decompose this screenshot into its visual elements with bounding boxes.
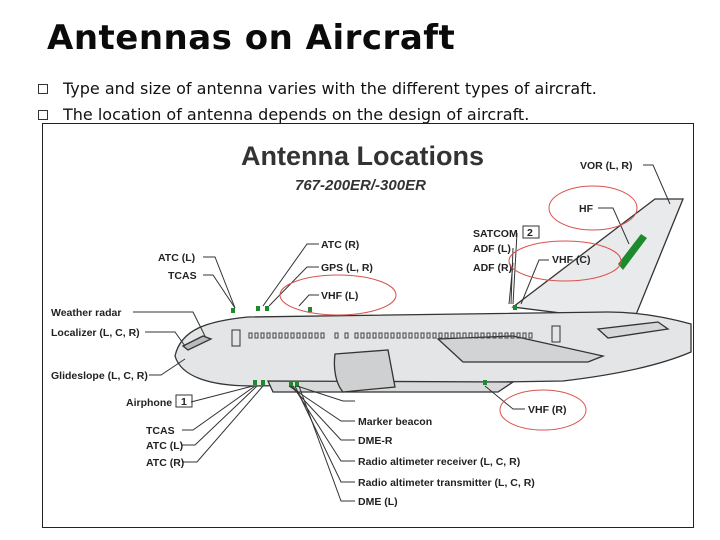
square-bullet-icon bbox=[38, 83, 48, 94]
label-satcom: SATCOM bbox=[473, 228, 518, 240]
antenna-icon bbox=[513, 305, 517, 310]
satcom-number-box bbox=[522, 225, 540, 239]
antenna-icon bbox=[308, 307, 312, 312]
bullet-item: The location of antenna depends on the d… bbox=[38, 105, 529, 124]
antenna-icon bbox=[483, 380, 487, 385]
aircraft-body bbox=[174, 198, 692, 393]
label-adf-r: ADF (R) bbox=[473, 262, 512, 274]
label-dme-r: DME-R bbox=[358, 435, 393, 447]
antenna-icon bbox=[253, 380, 257, 385]
door-icon bbox=[231, 329, 241, 347]
label-hf: HF bbox=[579, 203, 594, 215]
airphone-number-box bbox=[175, 394, 193, 408]
label-tcas-bottom: TCAS bbox=[146, 425, 175, 437]
square-bullet-icon bbox=[38, 109, 48, 120]
highlight-circles bbox=[279, 185, 638, 431]
highlight-ellipse-vhf-r bbox=[499, 389, 587, 431]
leader-lines bbox=[133, 164, 671, 502]
highlight-ellipse-hf bbox=[548, 185, 638, 231]
label-radio-altimeter-transmitter: Radio altimeter transmitter (L, C, R) bbox=[358, 477, 535, 489]
label-airphone-number: 1 bbox=[181, 396, 187, 408]
label-glideslope: Glideslope (L, C, R) bbox=[51, 370, 148, 382]
diagram-title: Antenna Locations bbox=[241, 141, 484, 171]
label-vhf-c: VHF (C) bbox=[552, 254, 591, 266]
label-gps: GPS (L, R) bbox=[321, 262, 373, 274]
label-radio-altimeter-receiver: Radio altimeter receiver (L, C, R) bbox=[358, 456, 520, 468]
antenna-labels: VOR (L, R) HF SATCOM 2 ADF (L) ADF (R) V… bbox=[51, 160, 633, 508]
bullet-item: Type and size of antenna varies with the… bbox=[38, 79, 597, 98]
label-weather-radar: Weather radar bbox=[51, 307, 121, 319]
bullet-text: Type and size of antenna varies with the… bbox=[63, 79, 597, 98]
antenna-icon bbox=[295, 382, 299, 387]
antenna-diagram: Antenna Locations 767-200ER/-300ER bbox=[42, 123, 694, 528]
label-adf-l: ADF (L) bbox=[473, 243, 511, 255]
label-vor: VOR (L, R) bbox=[580, 160, 633, 172]
label-tcas-top: TCAS bbox=[168, 270, 197, 282]
label-atc-r-top: ATC (R) bbox=[321, 239, 359, 251]
antenna-markers bbox=[231, 234, 647, 387]
label-atc-r-bottom: ATC (R) bbox=[146, 457, 184, 469]
label-atc-l-bottom: ATC (L) bbox=[146, 440, 183, 452]
label-marker-beacon: Marker beacon bbox=[358, 416, 432, 428]
label-airphone: Airphone bbox=[126, 397, 172, 409]
aircraft-illustration: Antenna Locations 767-200ER/-300ER bbox=[51, 141, 692, 508]
antenna-icon bbox=[261, 380, 265, 385]
bullet-text: The location of antenna depends on the d… bbox=[63, 105, 530, 124]
label-atc-l-top: ATC (L) bbox=[158, 252, 195, 264]
antenna-icon bbox=[265, 306, 269, 311]
diagram-subtitle: 767-200ER/-300ER bbox=[295, 177, 426, 194]
label-dme-l: DME (L) bbox=[358, 496, 398, 508]
antenna-icon bbox=[289, 382, 293, 387]
slide-title: Antennas on Aircraft bbox=[47, 18, 456, 58]
hf-antenna-icon bbox=[618, 234, 647, 270]
antenna-icon bbox=[256, 306, 260, 311]
label-localizer: Localizer (L, C, R) bbox=[51, 327, 140, 339]
label-vhf-r: VHF (R) bbox=[528, 404, 567, 416]
highlight-ellipse-vhf-l bbox=[279, 274, 397, 316]
antenna-icon bbox=[231, 308, 235, 313]
highlight-ellipse-vhf-c bbox=[508, 240, 622, 282]
label-vhf-l: VHF (L) bbox=[321, 290, 358, 302]
label-satcom-number: 2 bbox=[527, 227, 533, 239]
door-icon bbox=[551, 325, 561, 343]
window-row bbox=[248, 332, 533, 339]
